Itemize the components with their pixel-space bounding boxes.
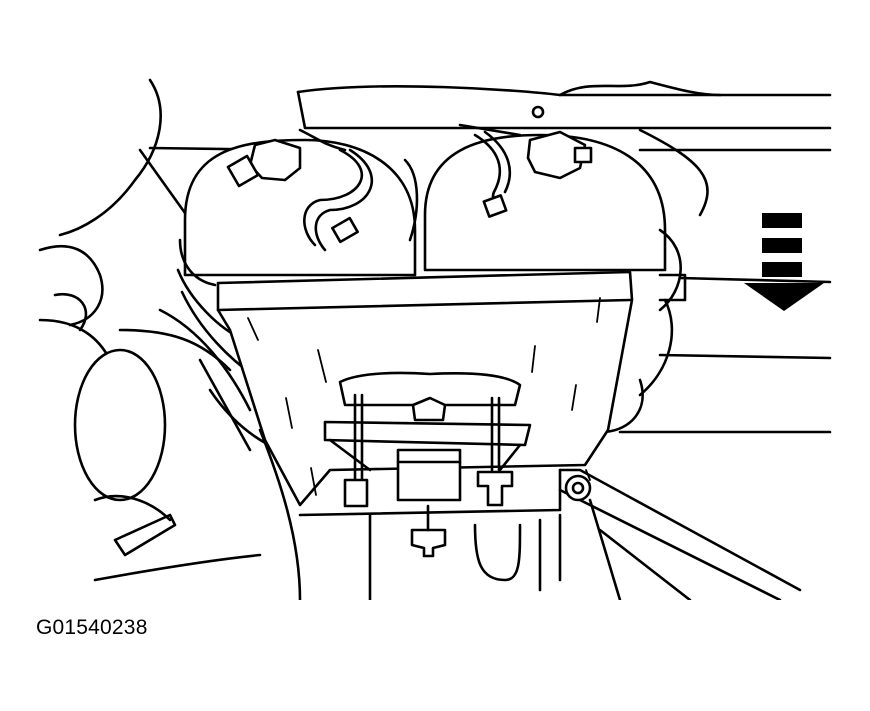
front-direction-arrow-icon bbox=[744, 213, 824, 311]
figure-id-label: G01540238 bbox=[36, 616, 148, 639]
line-illustration bbox=[38, 78, 832, 600]
bracket-assembly bbox=[323, 393, 532, 558]
right-canister bbox=[403, 123, 687, 434]
crossmember bbox=[298, 468, 802, 600]
diagram-canvas bbox=[38, 78, 832, 600]
mounting-plate bbox=[216, 270, 634, 507]
left-canister bbox=[176, 128, 417, 452]
underbody-structure bbox=[138, 80, 832, 434]
left-side-components bbox=[38, 78, 302, 600]
